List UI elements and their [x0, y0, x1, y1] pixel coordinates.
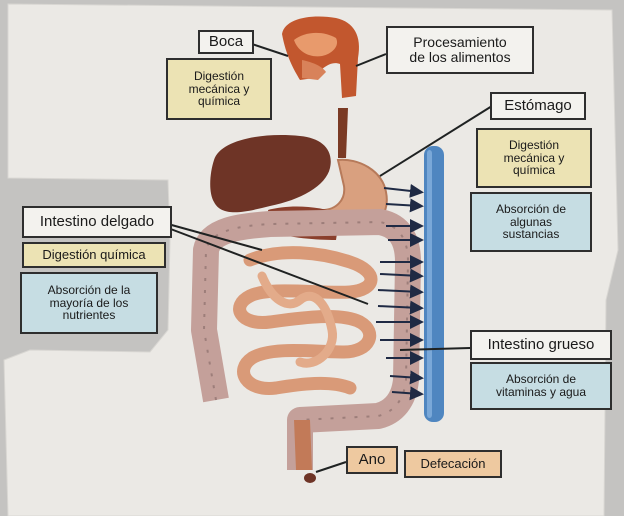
head-profile-icon: [282, 17, 359, 98]
label-defecacion: Defecación: [404, 450, 502, 478]
rectum-icon: [294, 420, 312, 470]
label-ano: Ano: [346, 446, 398, 474]
label-intestino-grueso: Intestino grueso: [470, 330, 612, 360]
label-estomago-absorption: Absorción de algunas sustancias: [470, 192, 592, 252]
label-delgado-absorption: Absorción de la mayoría de los nutriente…: [20, 272, 158, 334]
label-procesamiento: Procesamiento de los alimentos: [386, 26, 534, 74]
small-intestine-icon: [240, 253, 371, 389]
label-delgado-function: Digestión química: [22, 242, 166, 268]
label-boca: Boca: [198, 30, 254, 54]
label-estomago-function: Digestión mecánica y química: [476, 128, 592, 188]
label-boca-function: Digestión mecánica y química: [166, 58, 272, 120]
label-estomago: Estómago: [490, 92, 586, 120]
label-grueso-absorption: Absorción de vitaminas y agua: [470, 362, 612, 410]
liver-icon: [210, 135, 331, 212]
esophagus-icon: [338, 108, 348, 158]
anus-icon: [304, 473, 316, 483]
label-intestino-delgado: Intestino delgado: [22, 206, 172, 238]
